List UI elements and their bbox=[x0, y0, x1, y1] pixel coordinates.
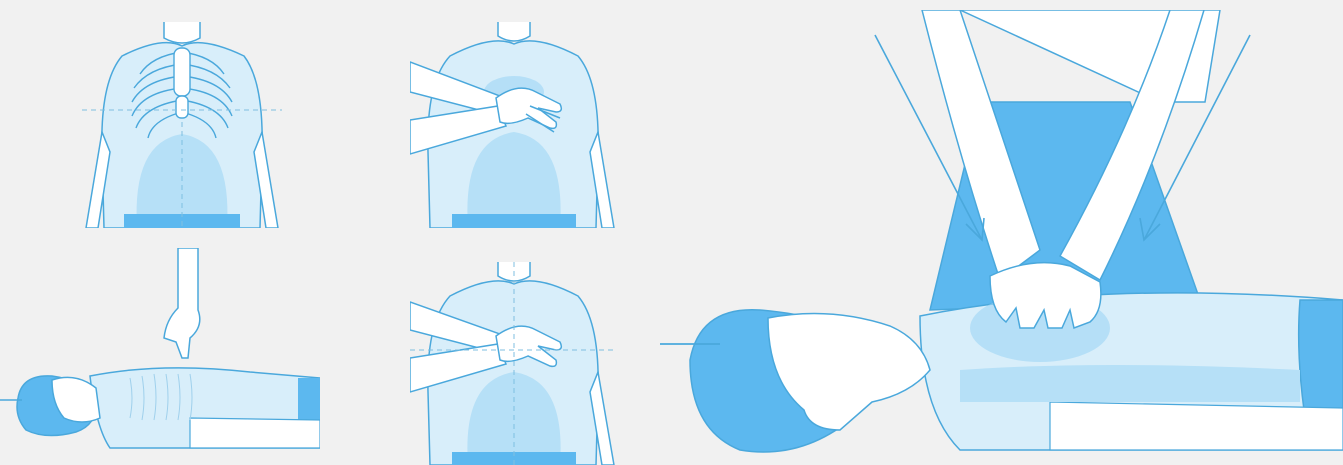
finger-point-icon bbox=[164, 248, 200, 358]
torso-hand-placement-figure bbox=[410, 22, 616, 228]
lying-finger-locate-figure bbox=[0, 248, 320, 453]
torso-hands-crosshair-figure bbox=[410, 262, 616, 465]
chest-compression-figure bbox=[660, 10, 1343, 465]
torso-ribcage-figure bbox=[82, 22, 282, 228]
